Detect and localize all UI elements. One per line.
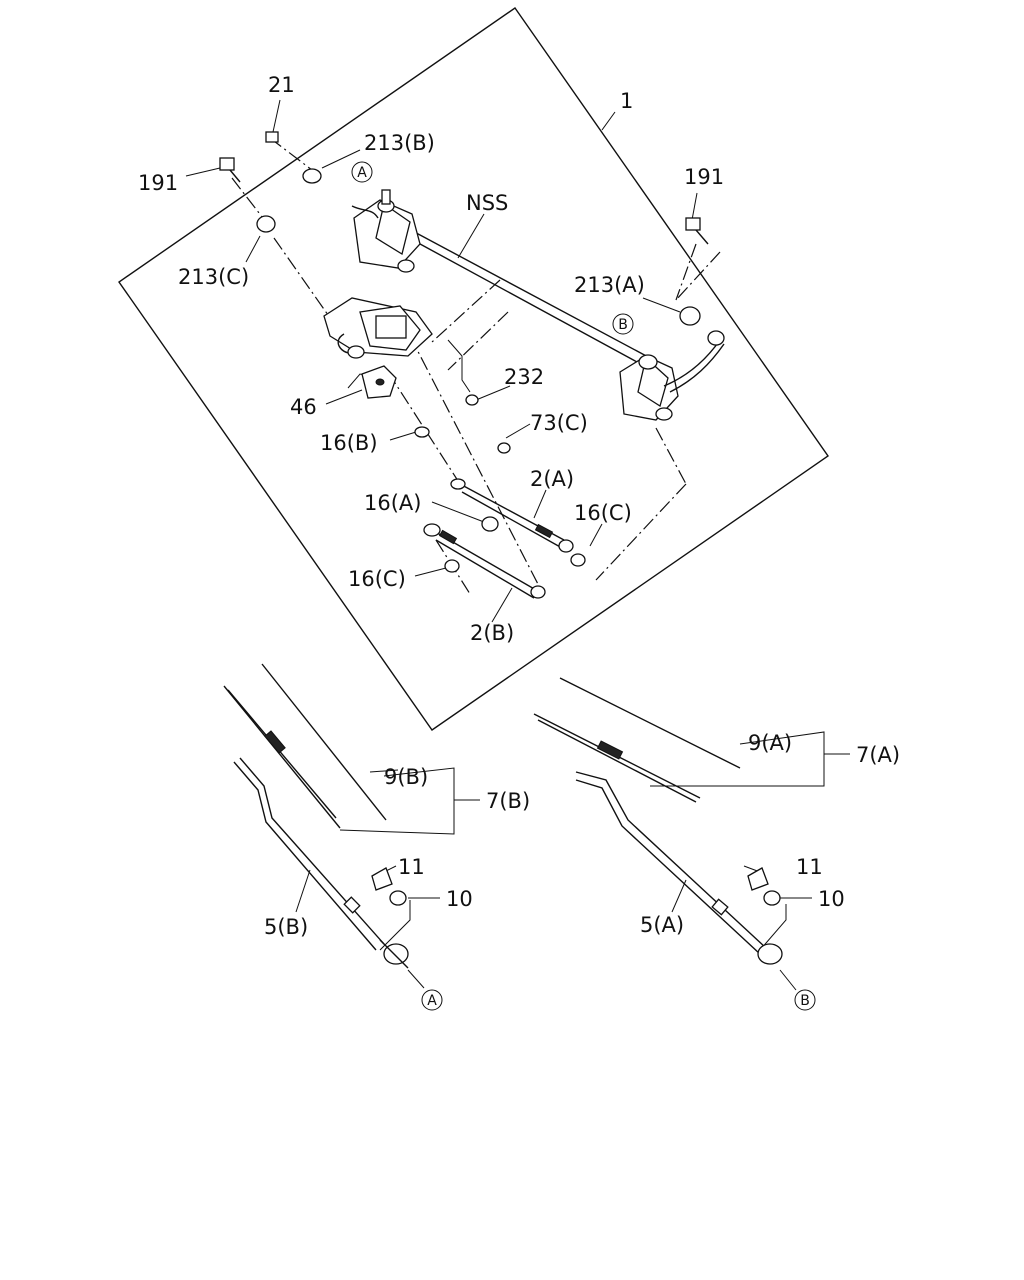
label-5b: 5(B): [264, 915, 308, 939]
svg-text:B: B: [800, 993, 810, 1009]
wiper-arm-right: [575, 771, 783, 965]
svg-text:B: B: [618, 317, 628, 333]
label-5a: 5(A): [640, 913, 684, 937]
label-11-left: 11: [398, 855, 425, 879]
label-16c-left: 16(C): [348, 567, 406, 591]
link-rods: [423, 478, 574, 599]
label-232: 232: [504, 365, 544, 389]
callout-b-top: B: [612, 313, 634, 335]
label-213c: 213(C): [178, 265, 249, 289]
svg-text:A: A: [357, 165, 367, 181]
fasteners: [219, 131, 709, 573]
label-7b: 7(B): [486, 789, 530, 813]
part-labels: 1 21 213(B) 191 191 NSS 213(C) 213(A) 23…: [138, 73, 900, 939]
label-46: 46: [290, 395, 317, 419]
callout-b-bottom: B: [794, 989, 816, 1011]
label-10-left: 10: [446, 887, 473, 911]
label-7a: 7(A): [856, 743, 900, 767]
assembly-frame: [118, 7, 829, 731]
label-11-right: 11: [796, 855, 823, 879]
label-213a: 213(A): [574, 273, 645, 297]
label-21: 21: [268, 73, 295, 97]
label-nss: NSS: [466, 191, 508, 215]
label-1: 1: [620, 89, 633, 113]
wiper-blade-left: [223, 663, 387, 829]
motor-bracket: [361, 365, 397, 399]
label-2b: 2(B): [470, 621, 514, 645]
left-pivot-bracket: [351, 189, 421, 273]
wiper-motor: [323, 297, 433, 359]
leader-lines: [185, 99, 850, 991]
label-16a: 16(A): [364, 491, 421, 515]
right-pivot-bracket: [619, 330, 725, 421]
label-191-right: 191: [684, 165, 724, 189]
label-9b: 9(B): [384, 765, 428, 789]
callout-a-bottom: A: [421, 989, 443, 1011]
linkage-tube: [391, 219, 651, 369]
label-16b: 16(B): [320, 431, 378, 455]
label-16c-right: 16(C): [574, 501, 632, 525]
label-10-right: 10: [818, 887, 845, 911]
callout-a-top: A: [351, 161, 373, 183]
caps-and-nuts: [371, 867, 781, 906]
wiper-arm-left: [233, 757, 409, 969]
label-213b: 213(B): [364, 131, 435, 155]
wiper-blade-right: [533, 677, 741, 803]
label-73c: 73(C): [530, 411, 588, 435]
label-191-left: 191: [138, 171, 178, 195]
label-9a: 9(A): [748, 731, 792, 755]
label-2a: 2(A): [530, 467, 574, 491]
svg-text:A: A: [427, 993, 437, 1009]
